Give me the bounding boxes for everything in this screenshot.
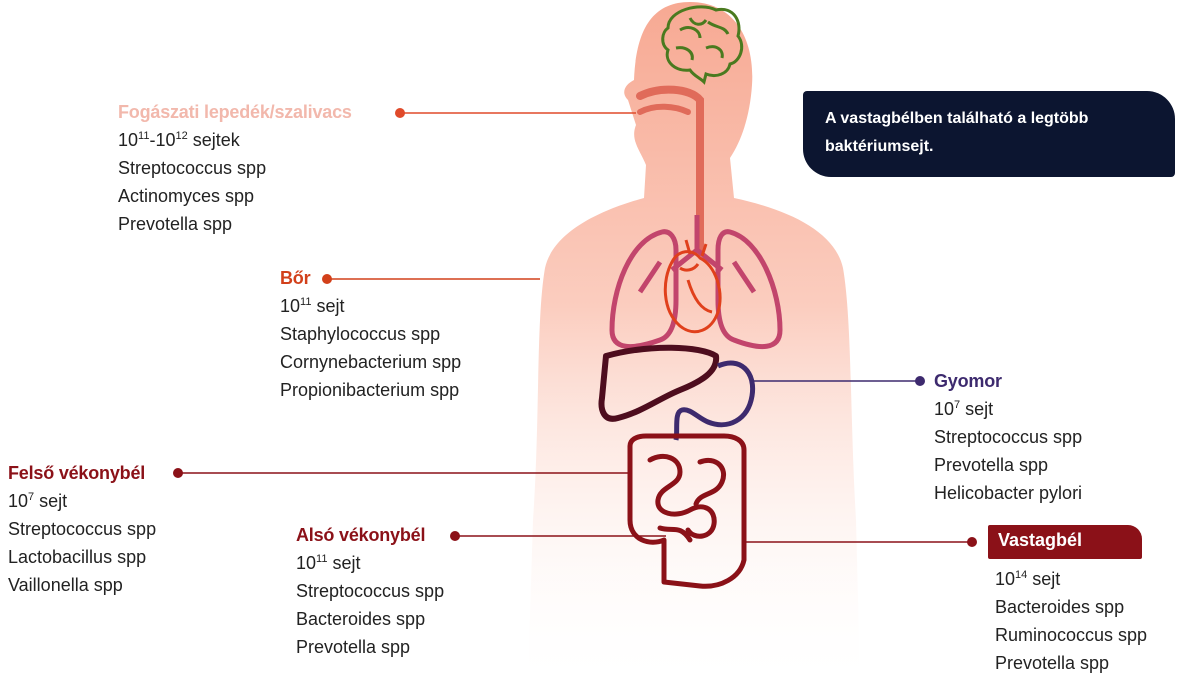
callout-text: A vastagbélben található a legtöbb bakté… [825, 110, 1089, 155]
lower-small-intestine-species-3: Prevotella spp [296, 637, 411, 657]
large-intestine-title-tag: Vastagbél [988, 525, 1142, 559]
large-intestine-species-1: Bacteroides spp [995, 597, 1125, 617]
lungs-icon [609, 215, 783, 350]
mouth-label-block: Fogászati lepedék/szalivacs 1011-1012 se… [118, 98, 352, 238]
large-intestine-cell-count: 1014 sejt [995, 569, 1061, 589]
large-intestine-species-2: Ruminococcus spp [995, 625, 1148, 645]
mouth-title: Fogászati lepedék/szalivacs [118, 102, 352, 122]
stomach-species-2: Prevotella spp [934, 455, 1049, 475]
stomach-cell-count: 107 sejt [934, 399, 994, 419]
tongue [637, 103, 691, 115]
stomach-icon [673, 360, 756, 441]
stomach-label-block: Gyomor 107 sejt Streptococcus spp Prevot… [934, 367, 1082, 507]
upper-small-intestine-species-1: Streptococcus spp [8, 519, 157, 539]
lower-small-intestine-label-block: Alsó vékonybél 1011 sejt Streptococcus s… [296, 521, 444, 661]
upper-small-intestine-cell-count: 107 sejt [8, 491, 68, 511]
heart-icon [663, 239, 722, 334]
skin-title: Bőr [280, 268, 311, 288]
lower-small-intestine-species-1: Streptococcus spp [296, 581, 445, 601]
lower-small-intestine-cell-count: 1011 sejt [296, 553, 361, 573]
brain-icon [661, 5, 744, 85]
upper-small-intestine-label-block: Felső vékonybél 107 sejt Streptococcus s… [8, 459, 156, 599]
large-intestine-label-block: 1014 sejt Bacteroides spp Ruminococcus s… [995, 565, 1147, 677]
skin-label-block: Bőr 1011 sejt Staphylococcus spp Cornyne… [280, 264, 461, 404]
skin-species-2: Cornynebacterium spp [280, 352, 462, 372]
lower-small-intestine-title: Alsó vékonybél [296, 525, 426, 545]
large-intestine-title: Vastagbél [998, 530, 1083, 550]
skin-cell-count: 1011 sejt [280, 296, 345, 316]
mouth-species-3: Prevotella spp [118, 214, 233, 234]
connector-lines [178, 112, 972, 543]
stomach-species-3: Helicobacter pylori [934, 483, 1083, 503]
upper-small-intestine-title: Felső vékonybél [8, 463, 146, 483]
mouth-cell-count: 1011-1012 sejtek [118, 130, 240, 150]
mouth-species-1: Streptococcus spp [118, 158, 267, 178]
stomach-species-1: Streptococcus spp [934, 427, 1083, 447]
mouth-species-2: Actinomyces spp [118, 186, 255, 206]
body-silhouette [528, 2, 860, 679]
mouth-outline [636, 85, 704, 254]
intestines-icon [627, 433, 747, 589]
large-intestine-species-3: Prevotella spp [995, 653, 1110, 673]
upper-small-intestine-species-2: Lactobacillus spp [8, 547, 147, 567]
upper-small-intestine-species-3: Vaillonella spp [8, 575, 123, 595]
liver-icon [598, 344, 720, 422]
skin-species-3: Propionibacterium spp [280, 380, 460, 400]
callout-box: A vastagbélben található a legtöbb bakté… [803, 91, 1175, 177]
lower-small-intestine-species-2: Bacteroides spp [296, 609, 426, 629]
skin-species-1: Staphylococcus spp [280, 324, 441, 344]
connector-dots [173, 108, 977, 547]
stomach-title: Gyomor [934, 371, 1002, 391]
